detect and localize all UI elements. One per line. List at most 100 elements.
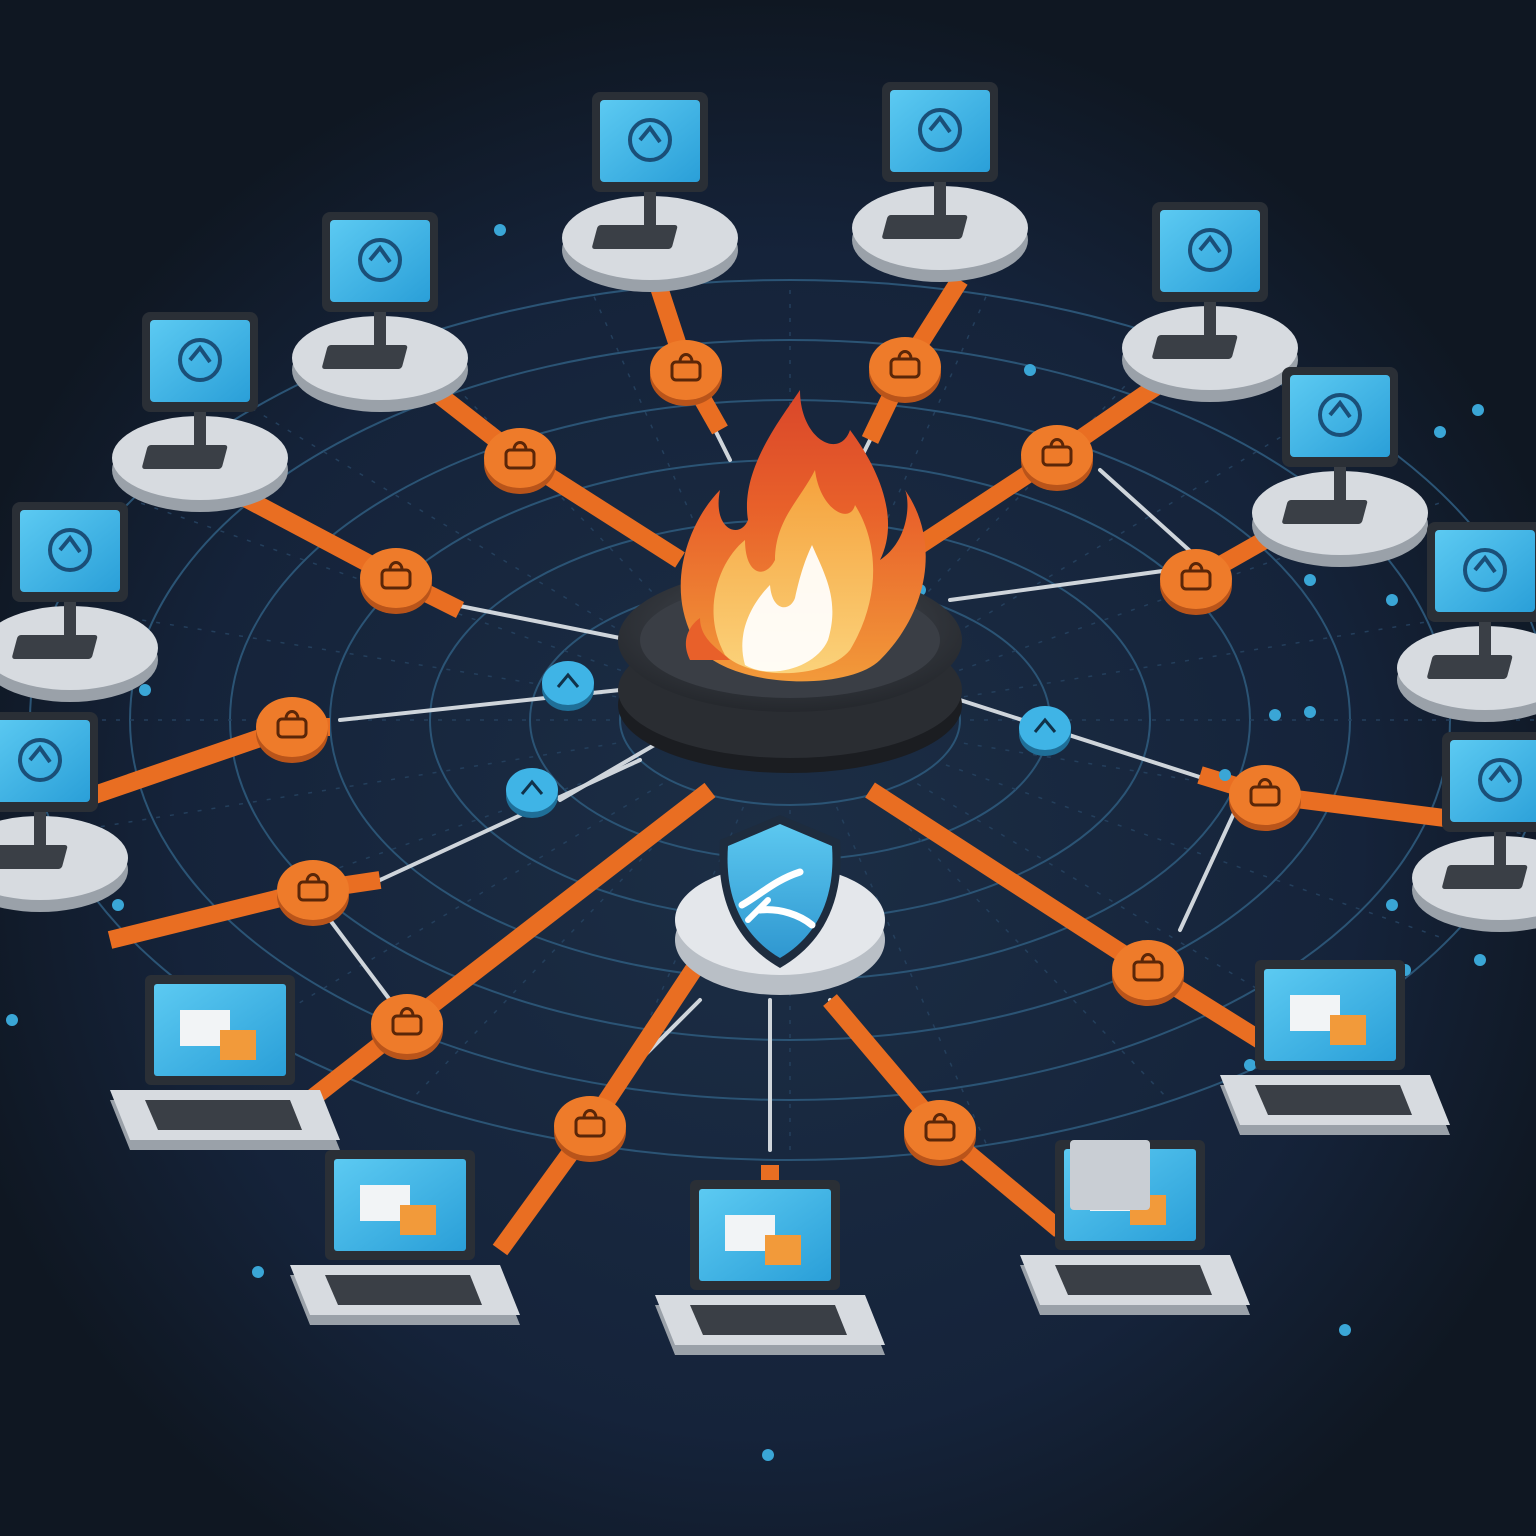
orbit-dot [1386, 899, 1398, 911]
screen [330, 220, 430, 302]
connector-nodes [256, 337, 1301, 1166]
device-3[interactable] [292, 212, 468, 412]
lock-node-icon [297, 873, 329, 902]
firewall-flame-icon [680, 390, 926, 682]
lock-node-icon [574, 1109, 606, 1138]
node-1[interactable] [650, 340, 722, 406]
node-9[interactable] [277, 860, 349, 926]
lock-node-icon [1180, 562, 1212, 591]
lock-node-icon [1041, 438, 1073, 467]
gauge-screen-icon [918, 108, 962, 152]
device-4[interactable] [112, 312, 288, 512]
firewall-hub[interactable] [618, 390, 962, 773]
screen [20, 510, 120, 592]
grey-connector [1178, 798, 1242, 932]
device-8[interactable] [1397, 522, 1536, 722]
orbit-dot [1434, 426, 1446, 438]
node-7[interactable] [256, 697, 328, 763]
bug-node-icon [556, 672, 580, 688]
chart-screen-icon [1318, 393, 1362, 437]
node-5[interactable] [360, 548, 432, 614]
devices [0, 82, 1536, 1355]
lock-node-icon [1249, 778, 1281, 807]
orange-connector [401, 782, 716, 1032]
orbit-dot [762, 1449, 774, 1461]
orbit-dot [1339, 1324, 1351, 1336]
orbit-dot [1269, 709, 1281, 721]
screen [1450, 740, 1536, 822]
node-12[interactable] [904, 1100, 976, 1166]
node-8[interactable] [1229, 765, 1301, 831]
chart-screen-icon [725, 1215, 801, 1265]
screen [1160, 210, 1260, 292]
node-4[interactable] [1021, 425, 1093, 491]
orange-connector [77, 718, 295, 809]
node-3[interactable] [484, 428, 556, 494]
screen [1435, 530, 1535, 612]
orbit-dot [1472, 404, 1484, 416]
orbit-dot [494, 224, 506, 236]
device-14[interactable] [655, 1180, 885, 1355]
orbit-dot [1219, 769, 1231, 781]
screen [150, 320, 250, 402]
orange-connector [865, 782, 1153, 978]
orbit-dot [1024, 364, 1036, 376]
orbit-dot [112, 899, 124, 911]
device-13[interactable] [290, 1150, 520, 1325]
orbit-dot [1304, 706, 1316, 718]
orbit-dot [139, 684, 151, 696]
lock-node-icon [924, 1113, 956, 1142]
device-11[interactable] [110, 975, 340, 1150]
bug-node-icon [1033, 717, 1057, 733]
device-5[interactable] [1122, 202, 1298, 402]
chart-screen-icon [1290, 995, 1366, 1045]
node-16[interactable] [506, 768, 558, 818]
orbit-dot [6, 1014, 18, 1026]
device-12[interactable] [1220, 960, 1450, 1135]
grey-connector [958, 698, 1242, 792]
device-2[interactable] [852, 82, 1028, 282]
orbit-dot [1244, 1059, 1256, 1071]
lock-node-icon [670, 353, 702, 382]
screen [890, 90, 990, 172]
security-shield-icon [719, 815, 841, 968]
node-14[interactable] [542, 661, 594, 711]
security-shield[interactable] [675, 815, 885, 995]
lock-node-icon [380, 561, 412, 590]
device-7[interactable] [0, 502, 158, 702]
folder-screen-icon [360, 1185, 436, 1235]
device-1[interactable] [562, 92, 738, 292]
node-6[interactable] [1160, 549, 1232, 615]
lock-node-icon [391, 1007, 423, 1036]
device-16-stack[interactable] [1070, 1140, 1150, 1210]
node-15[interactable] [1019, 706, 1071, 756]
device-9[interactable] [0, 712, 128, 912]
alert-screen-icon [358, 238, 402, 282]
chart-screen-icon [48, 528, 92, 572]
chart-screen-icon [1463, 548, 1507, 592]
grey-connector [948, 568, 1172, 602]
device-6[interactable] [1252, 367, 1428, 567]
screen [1290, 375, 1390, 457]
alert-screen-icon [1188, 228, 1232, 272]
server-screen-icon [628, 118, 672, 162]
screen [600, 100, 700, 182]
node-13[interactable] [554, 1096, 626, 1162]
node-11[interactable] [371, 994, 443, 1060]
node-2[interactable] [869, 337, 941, 403]
grey-connector [328, 918, 392, 1002]
lock-node-icon [1132, 953, 1164, 982]
orange-connector [582, 955, 708, 1131]
bug-node-icon [520, 779, 544, 795]
lock-node-icon [276, 710, 308, 739]
orbit-dot [252, 1266, 264, 1278]
orbit-dot [1474, 954, 1486, 966]
grey-connector [1098, 468, 1202, 562]
orbit-dot [1386, 594, 1398, 606]
device-10[interactable] [1412, 732, 1536, 932]
grey-connector [428, 598, 632, 642]
chart-screen-icon [178, 338, 222, 382]
node-10[interactable] [1112, 940, 1184, 1006]
lock-node-icon [504, 441, 536, 470]
